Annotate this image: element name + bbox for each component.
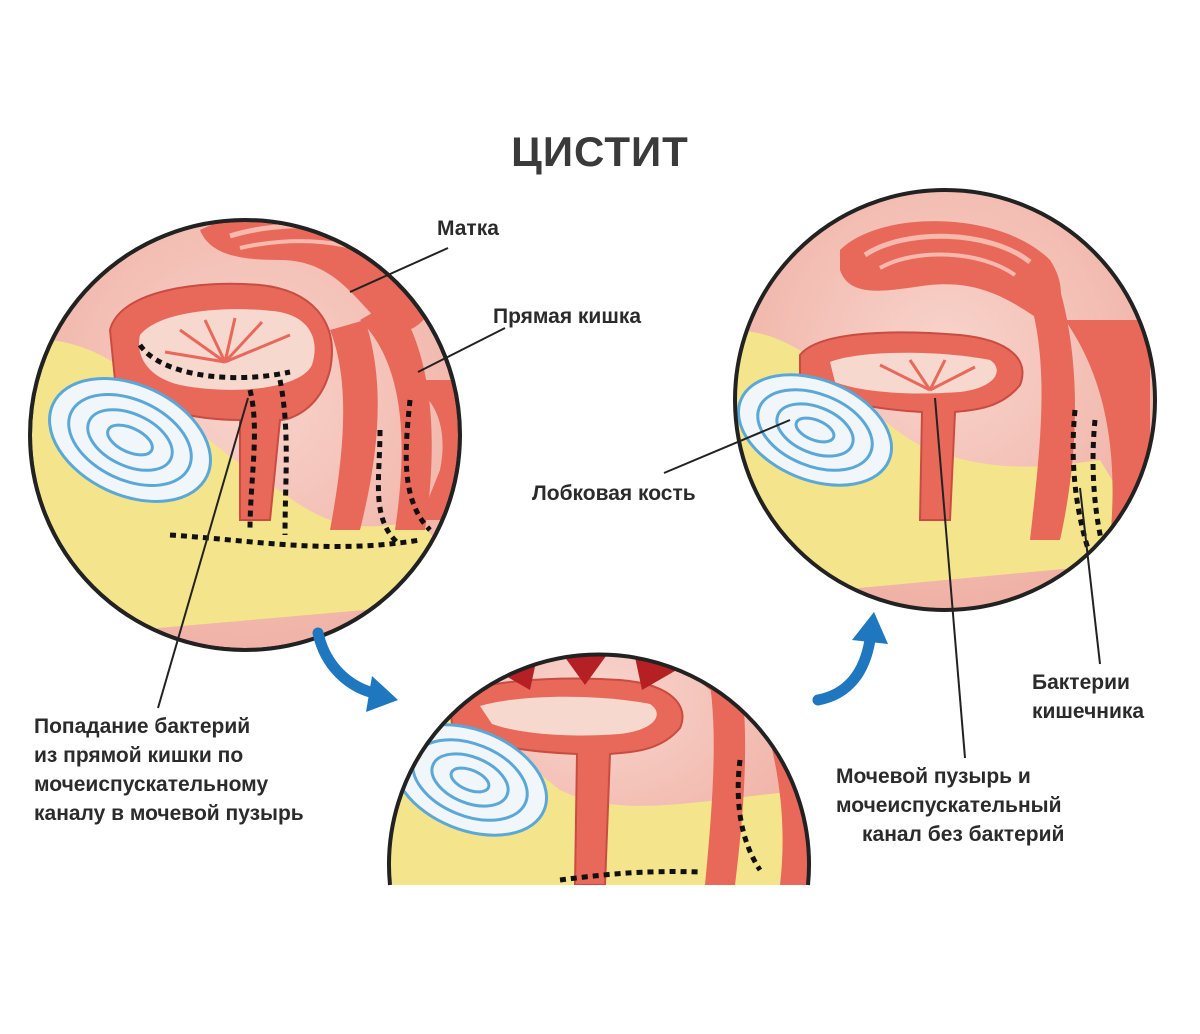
leader-line-rectum	[417, 327, 506, 373]
leader-line-clean-bladder	[934, 397, 966, 759]
label-clean-bladder-line: Мочевой пузырь и	[836, 765, 1031, 788]
bacteria-path-left	[137, 343, 432, 549]
right-panel-clean-bladder	[735, 190, 1155, 610]
pubic-bone-right	[736, 373, 894, 487]
middle-panel-border	[387, 652, 811, 886]
leader-line-uterus	[349, 247, 449, 293]
label-gut-bacteria-line: Бактерии	[1032, 671, 1130, 694]
label-gut-bacteria: Бактерии кишечника	[1032, 669, 1144, 727]
right-panel-border	[733, 188, 1157, 612]
label-clean-bladder: Мочевой пузырь и мочеиспускательный кана…	[836, 763, 1064, 850]
label-rectum: Прямая кишка	[493, 305, 642, 328]
label-bacteria-entry-line: Попадание бактерий	[34, 715, 251, 738]
label-clean-bladder-line: мочеиспускательный	[836, 793, 1062, 817]
label-bacteria-entry: Попадание бактерий из прямой кишки по мо…	[34, 713, 304, 829]
label-bacteria-entry-line: мочеиспускательному	[34, 772, 269, 796]
diagram-title: ЦИСТИТ	[511, 128, 689, 175]
circle-arrow-right-down-icon	[312, 627, 398, 712]
label-clean-bladder-line: канал без бактерий	[862, 822, 1065, 846]
uterus-right	[840, 221, 1061, 320]
leader-line-gut-bacteria	[1079, 487, 1101, 665]
middle-panel-flushing	[390, 654, 809, 885]
label-bacteria-entry-line: из прямой кишки по	[34, 743, 244, 767]
left-panel-border	[28, 218, 462, 652]
label-pubic-bone: Лобковая кость	[532, 482, 696, 505]
left-panel-bacteria-entering	[30, 220, 460, 650]
pressure-arrow-down-icon	[632, 654, 694, 690]
pressure-arrow-down-icon	[556, 654, 614, 685]
bladder-left	[108, 282, 333, 521]
label-uterus: Матка	[437, 217, 499, 240]
pubic-bone-left	[48, 377, 212, 503]
leader-line-bacteria-entry	[157, 397, 249, 709]
label-bacteria-entry-line: каналу в мочевой пузырь	[34, 801, 304, 825]
circle-arrow-right-up-icon	[812, 612, 888, 706]
leader-line-pubic-bone	[663, 419, 791, 474]
leader-lines	[157, 247, 1101, 759]
label-gut-bacteria-line: кишечника	[1032, 699, 1145, 723]
